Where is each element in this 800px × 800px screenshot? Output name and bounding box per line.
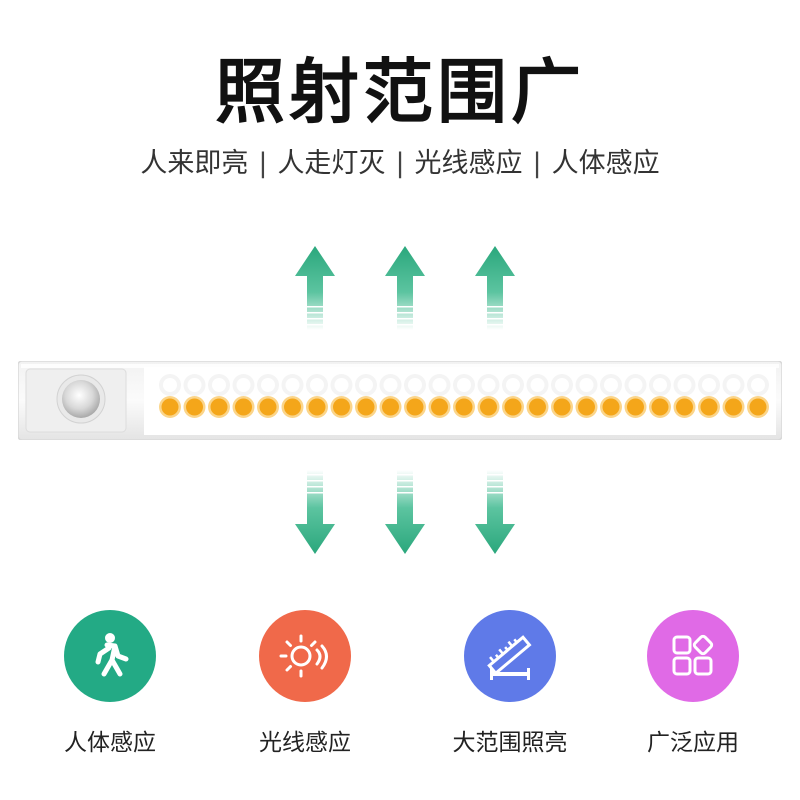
led-white-core xyxy=(628,378,643,392)
feature-label: 广泛应用 xyxy=(647,730,739,756)
led-bulb xyxy=(676,398,693,416)
led-bulb xyxy=(357,398,375,416)
led-white-core xyxy=(604,378,618,392)
subtitle-separator: | xyxy=(258,148,268,179)
feature-wide-range: 大范围照亮 xyxy=(420,610,600,758)
led-bulb xyxy=(578,398,595,416)
led-bulb xyxy=(602,398,620,416)
led-bulb xyxy=(259,398,277,416)
feature-light-sensor: 光线感应 xyxy=(215,610,395,758)
feature-label: 人体感应 xyxy=(64,730,156,756)
led-bulb xyxy=(235,398,252,416)
feature-human-sensor: 人体感应 xyxy=(20,610,200,758)
led-white-core xyxy=(481,378,496,392)
subtitle: 人来即亮 | 人走灯灭 | 光线感应 | 人体感应 xyxy=(0,144,800,184)
ruler-icon xyxy=(464,610,556,702)
led-white-core xyxy=(751,378,765,392)
led-bulb xyxy=(627,398,644,416)
led-white-core xyxy=(408,378,422,392)
subtitle-item: 光线感应 xyxy=(414,148,523,179)
led-white-core xyxy=(653,378,667,392)
led-bulb xyxy=(186,398,203,416)
page-title: 照射范围广 xyxy=(215,51,585,133)
led-white-core xyxy=(163,378,177,392)
led-bulb xyxy=(431,398,448,416)
led-bulb xyxy=(308,398,326,416)
led-bulb xyxy=(480,398,497,416)
led-bulb xyxy=(504,398,522,416)
led-bulb xyxy=(455,398,473,416)
led-white-core xyxy=(212,378,226,392)
led-white-core xyxy=(334,378,349,392)
led-bulb xyxy=(725,398,742,416)
subtitle-item: 人走灯灭 xyxy=(277,148,386,179)
led-white-core xyxy=(285,378,300,392)
led-white-core xyxy=(702,378,716,392)
led-white-core xyxy=(457,378,471,392)
subtitle-item: 人来即亮 xyxy=(140,148,249,179)
led-white-core xyxy=(310,378,324,392)
motion-sensor-lens xyxy=(62,380,100,418)
sun-icon xyxy=(259,610,351,702)
feature-row: 人体感应 光线感应 xyxy=(0,610,800,770)
led-bulb xyxy=(651,398,669,416)
led-white-core xyxy=(555,378,569,392)
led-bulb xyxy=(553,398,571,416)
led-bulb xyxy=(284,398,301,416)
subtitle-separator: | xyxy=(395,148,405,179)
led-bulb xyxy=(210,398,228,416)
led-bulb xyxy=(406,398,424,416)
led-white-core xyxy=(359,378,373,392)
led-bulb xyxy=(749,398,767,416)
led-white-core xyxy=(236,378,251,392)
led-white-core xyxy=(530,378,545,392)
arrow-down-icon xyxy=(385,470,425,554)
feature-wide-use: 广泛应用 xyxy=(603,610,783,758)
led-white-core xyxy=(383,378,398,392)
arrow-down-icon xyxy=(475,470,515,554)
led-white-core xyxy=(187,378,202,392)
feature-label: 光线感应 xyxy=(259,730,351,756)
feature-label: 大范围照亮 xyxy=(452,730,568,756)
arrow-up-icon xyxy=(385,246,425,330)
led-light-bar xyxy=(18,361,782,440)
arrow-up-icon xyxy=(295,246,335,330)
arrow-up-icon xyxy=(475,246,515,330)
led-row xyxy=(159,374,769,418)
subtitle-separator: | xyxy=(532,148,542,179)
walking-person-icon xyxy=(64,610,156,702)
arrow-down-icon xyxy=(295,470,335,554)
subtitle-item: 人体感应 xyxy=(551,148,660,179)
led-bulb xyxy=(161,398,179,416)
led-white-core xyxy=(726,378,741,392)
led-white-core xyxy=(506,378,520,392)
led-bulb xyxy=(700,398,718,416)
led-bulb xyxy=(382,398,399,416)
led-white-core xyxy=(432,378,447,392)
led-white-core xyxy=(579,378,594,392)
led-white-core xyxy=(677,378,692,392)
apps-grid-icon xyxy=(647,610,739,702)
led-bulb xyxy=(529,398,546,416)
led-bulb xyxy=(333,398,350,416)
led-white-core xyxy=(261,378,275,392)
